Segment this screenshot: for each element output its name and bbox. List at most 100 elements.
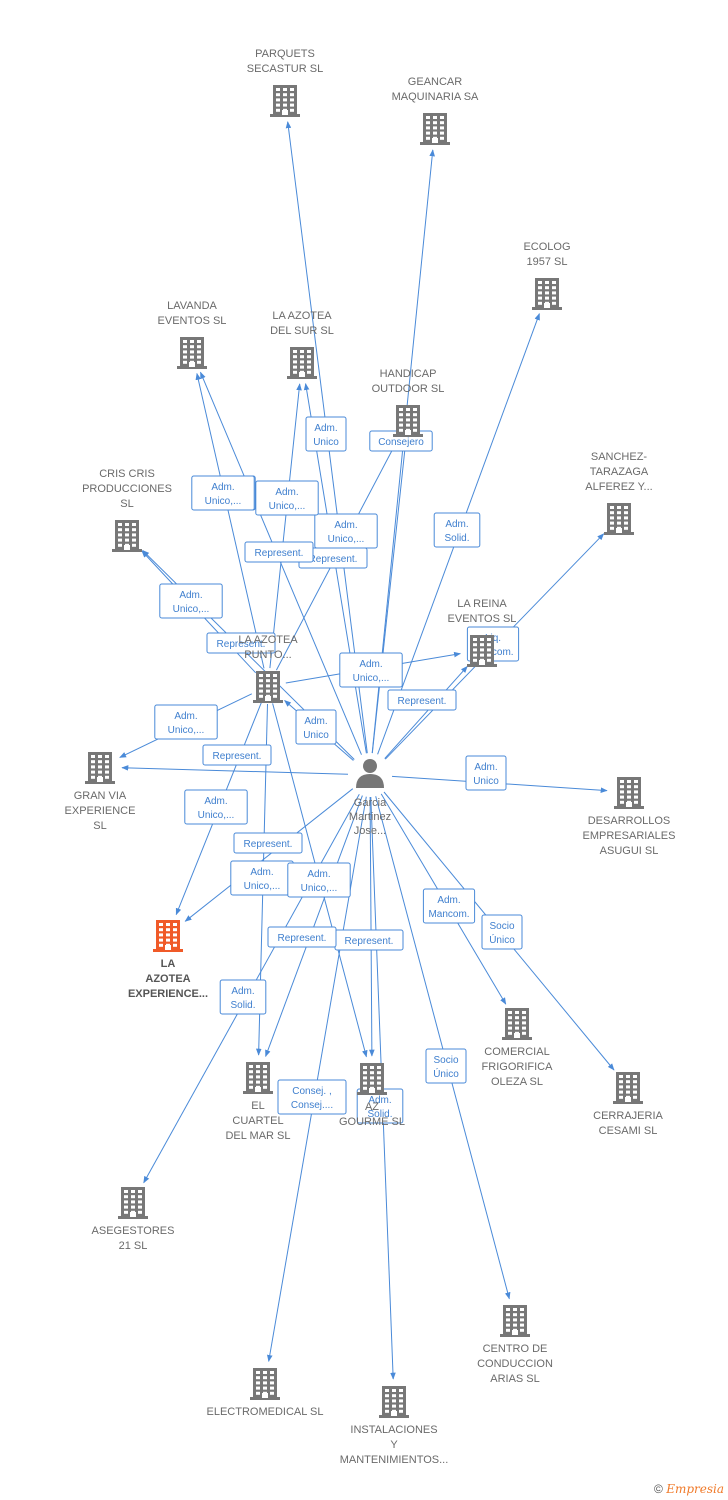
edge-label-text: Represent.: [398, 696, 447, 707]
edge-label[interactable]: Adm.Unico,...: [339, 652, 403, 688]
company-name: 21 SL: [119, 1240, 148, 1252]
edge-label-box: [202, 744, 272, 766]
edge-label[interactable]: Adm.Unico,...: [230, 860, 294, 896]
edge-azotea-punto-to-lavanda: [195, 372, 265, 669]
edge-label[interactable]: Adm. Unico,...: [154, 704, 218, 740]
edge-label[interactable]: Represent.: [206, 632, 276, 654]
company-name: ARIAS SL: [490, 1373, 540, 1385]
building-icon: [253, 671, 283, 703]
company-name: LA REINA: [457, 598, 507, 610]
edge-label[interactable]: Adm.Unico,...: [314, 513, 378, 549]
company-name: EMPRESARIALES: [583, 830, 676, 842]
building-icon: [112, 520, 142, 552]
edge-label[interactable]: Represent.: [202, 744, 272, 766]
edge-label-text: Adm.: [368, 1095, 391, 1106]
edge-label-text: Adm.: [231, 986, 254, 997]
company-name: SL: [93, 820, 106, 832]
edge-label-text: Consejero: [378, 437, 424, 448]
person-node[interactable]: GarciaMartinezJose...: [349, 759, 391, 837]
edge-label-box: [465, 755, 507, 791]
company-name: CUARTEL: [232, 1115, 283, 1127]
edge-label-box: [481, 914, 523, 950]
edge-label[interactable]: Adm.Unico,...: [287, 862, 351, 898]
edge-label[interactable]: Adm.Unico,...: [159, 583, 223, 619]
edge-label-text: Adm.: [174, 711, 197, 722]
building-icon: [420, 113, 450, 145]
edge-label[interactable]: Adm.Unico,...: [255, 480, 319, 516]
company-name: DEL MAR SL: [225, 1130, 290, 1142]
edge-label[interactable]: Adm.Unico,...: [184, 789, 248, 825]
company-name: CENTRO DE: [483, 1343, 548, 1355]
company-node-azotea-exp[interactable]: LAAZOTEAEXPERIENCE...: [128, 920, 208, 1000]
edge-label[interactable]: Adm.Mancom.: [422, 888, 476, 924]
edge-label-text: Socio: [489, 921, 514, 932]
building-icon: [85, 752, 115, 784]
edge-label-box: [244, 541, 314, 563]
edge-label-text: Unico: [313, 437, 339, 448]
edge-label-text: Adm.: [437, 895, 460, 906]
edge-label-text: Unico,...: [244, 881, 281, 892]
edge-label-text: Represent.: [217, 639, 266, 650]
building-icon: [502, 1008, 532, 1040]
building-icon: [118, 1187, 148, 1219]
company-node-instalaciones[interactable]: INSTALACIONESYMANTENIMIENTOS...: [340, 1386, 449, 1466]
company-name: EXPERIENCE: [65, 805, 136, 817]
edge-label-text: Unico: [473, 776, 499, 787]
edge-label[interactable]: Represent.: [233, 832, 303, 854]
company-name: DEL SUR SL: [270, 325, 334, 337]
building-icon: [393, 405, 423, 437]
person-name: Garcia: [354, 797, 387, 809]
edge-label-box: [206, 632, 276, 654]
edge-label-text: Unico,...: [353, 673, 390, 684]
edge-label[interactable]: Adm.Solid.: [219, 979, 267, 1015]
edge-label[interactable]: Consej. ,Consej....: [277, 1079, 347, 1115]
company-node-azotea-punto[interactable]: LA AZOTEAPUNTO...: [238, 634, 298, 703]
edge-label[interactable]: Adm.Unico: [305, 416, 347, 452]
edge-label-text: Unico,...: [269, 501, 306, 512]
edge-label[interactable]: Adm.Solid.: [433, 512, 481, 548]
edge-label-text: Unico,...: [168, 725, 205, 736]
building-icon: [500, 1305, 530, 1337]
copyright-icon: ©: [654, 1482, 663, 1496]
edge-label[interactable]: Represent.: [244, 541, 314, 563]
edge-label-box: [267, 926, 337, 948]
company-node-electromedical[interactable]: ELECTROMEDICAL SL: [207, 1368, 324, 1418]
building-icon: [467, 635, 497, 667]
edge-label-box: [184, 789, 248, 825]
edge-label[interactable]: Represent.: [334, 929, 404, 951]
company-name: 1957 SL: [527, 256, 568, 268]
person-name: Martinez: [349, 811, 391, 823]
company-name: EXPERIENCE...: [128, 988, 208, 1000]
edge-label[interactable]: Represent.: [387, 689, 457, 711]
building-icon: [613, 1072, 643, 1104]
edge-label[interactable]: Represent.: [267, 926, 337, 948]
person-icon: [356, 759, 384, 788]
edge-label[interactable]: Adm.Unico,...: [191, 475, 255, 511]
edge-label[interactable]: Adm.Unico: [465, 755, 507, 791]
company-name: GOURME SL: [339, 1116, 405, 1128]
company-name: SANCHEZ-: [591, 451, 648, 463]
edge-label-text: Represent.: [345, 936, 394, 947]
edge-label-text: Consej. ,: [292, 1086, 331, 1097]
edge-label[interactable]: Adm.Unico: [295, 709, 337, 745]
